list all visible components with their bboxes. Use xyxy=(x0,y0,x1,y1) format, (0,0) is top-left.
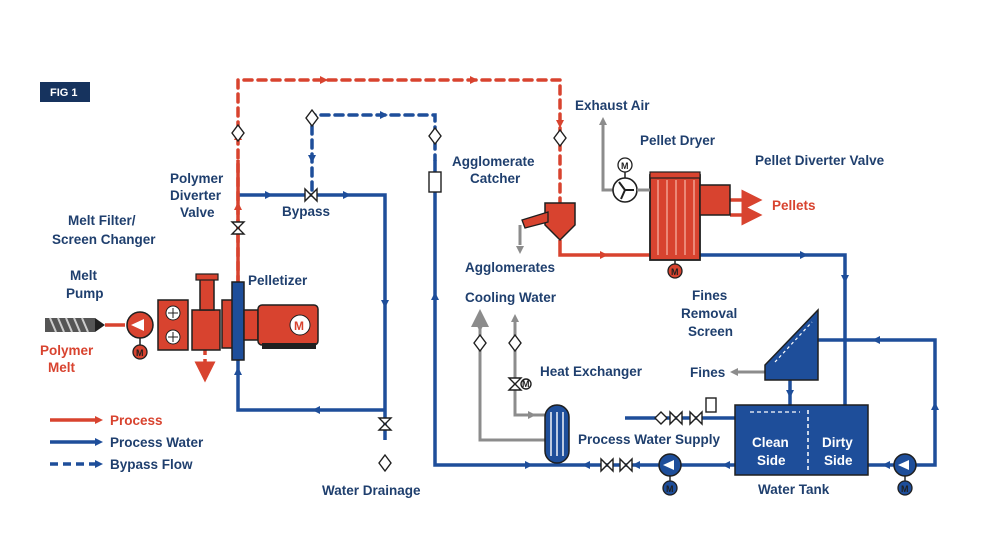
label-exhaust-air: Exhaust Air xyxy=(575,98,650,113)
label-cooling-water: Cooling Water xyxy=(465,290,557,305)
label-water-tank: Water Tank xyxy=(758,482,830,497)
legend: Process Process Water Bypass Flow xyxy=(50,413,204,472)
motor-letter: M xyxy=(671,267,679,277)
label-melt-filter-2: Screen Changer xyxy=(52,232,156,247)
legend-process-label: Process xyxy=(110,413,163,428)
label-melt-pump-1: Melt xyxy=(70,268,98,283)
motor-letter: M xyxy=(901,484,909,494)
polymer-diverter-valve-icon xyxy=(191,273,221,351)
figure-tag: FIG 1 xyxy=(50,87,78,99)
diamond-valve-icon xyxy=(553,128,567,148)
valves xyxy=(230,108,717,473)
gate-valve-icon xyxy=(600,457,614,473)
figure-badge: FIG 1 xyxy=(40,82,90,102)
melt-feed-screw-icon xyxy=(45,317,105,333)
label-heat-exchanger: Heat Exchanger xyxy=(540,364,643,379)
water-pump-icon xyxy=(658,453,682,496)
legend-bypass-label: Bypass Flow xyxy=(110,457,193,472)
label-fines-screen-1: Fines xyxy=(692,288,727,303)
motor-letters: M M M M M M xyxy=(136,161,909,494)
line-to-dryer xyxy=(558,240,650,257)
diamond-valve-icon xyxy=(231,123,245,143)
agglomerate-catcher-icon xyxy=(521,202,576,242)
melt-pump-icon xyxy=(126,311,154,360)
label-melt-filter-1: Melt Filter/ xyxy=(68,213,136,228)
label-diverter-2: Diverter xyxy=(170,188,222,203)
motor-letter: M xyxy=(522,379,530,389)
fines-removal-screen-icon xyxy=(764,308,819,381)
exhaust-air-line xyxy=(601,120,615,192)
label-dirty-side-1: Dirty xyxy=(822,435,853,450)
diamond-valve-icon xyxy=(378,453,392,473)
flow-meter-icon xyxy=(705,397,717,413)
water-line-to-drain xyxy=(238,193,387,440)
gate-valve-icon xyxy=(230,221,246,235)
label-diverter-3: Valve xyxy=(180,205,215,220)
pelletizer-icon: M xyxy=(221,281,319,361)
label-agglomerates: Agglomerates xyxy=(465,260,555,275)
label-fines-screen-3: Screen xyxy=(688,324,733,339)
label-fines: Fines xyxy=(690,365,725,380)
label-agglomerate-1: Agglomerate xyxy=(452,154,535,169)
label-polymer-melt-1: Polymer xyxy=(40,343,94,358)
label-melt-pump-2: Pump xyxy=(66,286,104,301)
label-pellets: Pellets xyxy=(772,198,816,213)
motor-letter: M xyxy=(621,161,629,171)
label-pelletizer: Pelletizer xyxy=(248,273,308,288)
process-pipes xyxy=(105,160,763,383)
diamond-valve-icon xyxy=(428,126,442,146)
cooling-water-in xyxy=(478,320,545,442)
water-return-line xyxy=(236,360,385,412)
pellet-dryer-icon xyxy=(649,171,731,279)
gate-valve-icon xyxy=(507,377,523,391)
label-polymer-melt-2: Melt xyxy=(48,360,76,375)
gate-valve-icon xyxy=(669,410,683,426)
bypass-pipes xyxy=(236,78,562,300)
label-fines-screen-2: Removal xyxy=(681,306,737,321)
motor-letter: M xyxy=(136,348,144,358)
screen-changer-icon xyxy=(157,299,189,351)
gate-valve-icon xyxy=(304,187,318,203)
diamond-valve-icon xyxy=(654,411,668,425)
process-bypass-line xyxy=(236,78,562,300)
label-agglomerate-2: Catcher xyxy=(470,171,521,186)
legend-process-water-label: Process Water xyxy=(110,435,204,450)
flow-arrows-blue xyxy=(234,111,939,469)
water-tank-icon xyxy=(734,404,869,476)
motor-letter: M xyxy=(666,484,674,494)
label-water-drainage: Water Drainage xyxy=(322,483,421,498)
label-bypass: Bypass xyxy=(282,204,330,219)
heat-exchanger-icon xyxy=(544,404,570,464)
label-pellet-dryer: Pellet Dryer xyxy=(640,133,716,148)
flow-arrows-grey xyxy=(476,117,738,419)
label-clean-side-2: Side xyxy=(757,453,786,468)
pelletizer-motor-label: M xyxy=(294,319,304,333)
label-pellet-diverter: Pellet Diverter Valve xyxy=(755,153,885,168)
diamond-valve-icon xyxy=(305,108,319,128)
exhaust-fan-icon xyxy=(612,157,650,203)
recirc-pump-icon xyxy=(893,453,917,496)
water-line-left xyxy=(433,160,545,467)
gate-valve-icon xyxy=(377,417,393,431)
diamond-valve-icon xyxy=(508,333,522,353)
valve-motor-icon xyxy=(520,378,532,390)
gate-valve-icon xyxy=(619,457,633,473)
label-dirty-side-2: Side xyxy=(824,453,853,468)
label-process-water-supply: Process Water Supply xyxy=(578,432,721,447)
diamond-valve-icon xyxy=(473,333,487,353)
dryer-water-line xyxy=(700,253,847,405)
water-bypass-line xyxy=(310,113,437,192)
flow-meter-icon xyxy=(428,171,442,193)
label-diverter-1: Polymer xyxy=(170,171,224,186)
gate-valve-icon xyxy=(689,410,703,426)
label-clean-side-1: Clean xyxy=(752,435,789,450)
